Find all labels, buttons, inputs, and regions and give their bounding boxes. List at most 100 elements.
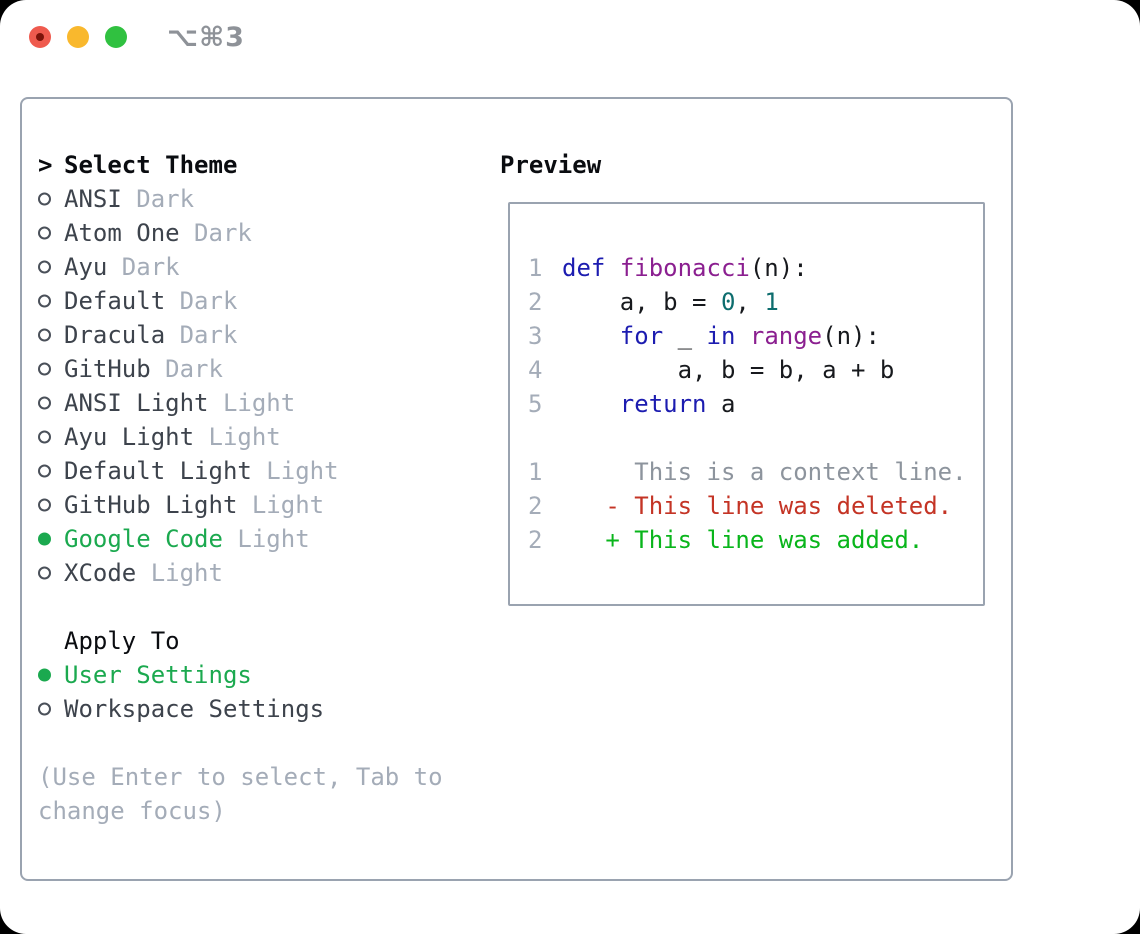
radio-icon [38,260,51,274]
close-button[interactable] [29,26,51,48]
radio-icon [38,294,51,308]
text: Dark [121,185,195,213]
line-content: a, b = 0, 1 [562,285,779,319]
marker-space [38,182,64,216]
spacer [38,590,339,624]
theme-option-google-code[interactable]: Google Code Light [38,522,339,556]
radio-icon [38,430,51,444]
code-segment: fibonacci [619,254,750,282]
radio-icon [38,192,51,206]
code-segment: + This line was added. [562,526,924,554]
apply-option-workspace-settings[interactable]: Workspace Settings [38,692,339,726]
theme-option-github-light-label: GitHub Light Light [64,488,324,522]
code-line: 4 a, b = b, a + b [528,353,983,387]
code-line: 3 for _ in range(n): [528,319,983,353]
line-number: 4 [528,356,543,384]
line-content: a, b = b, a + b [562,353,895,387]
line-number: 1 [528,458,543,486]
theme-option-github-light[interactable]: GitHub Light Light [38,488,339,522]
line-content: for _ in range(n): [562,319,880,353]
text: GitHub [64,355,151,383]
theme-option-ansi-label: ANSI Dark [64,182,194,216]
text: XCode [64,559,137,587]
text: Light [222,525,310,553]
apply-option-user-settings[interactable]: User Settings [38,658,339,692]
close-dot-icon [36,33,44,41]
line-number: 2 [528,526,543,554]
code-segment: a, b = [562,288,721,316]
code-segment: (n): [749,254,808,282]
marker-space [38,318,64,352]
text: Dark [107,253,180,281]
text: User Settings [64,661,252,689]
line-number: 3 [528,322,543,350]
theme-option-ayu[interactable]: Ayu Dark [38,250,339,284]
code-line: 2 a, b = 0, 1 [528,285,983,319]
text: Light [237,491,325,519]
diff-context-line: 1 This is a context line. [528,455,983,489]
text: Light [136,559,223,587]
radio-selected-icon [38,668,51,682]
minimize-button[interactable] [67,26,89,48]
line-content: This is a context line. [562,455,966,489]
line-content: def fibonacci(n): [562,251,808,285]
cursor-icon: > [38,151,53,179]
theme-option-google-code-label: Google Code Light [64,522,310,556]
radio-icon [38,362,51,376]
preview-heading: Preview [500,151,602,179]
theme-option-default-label: Default Dark [64,284,237,318]
theme-option-xcode[interactable]: XCode Light [38,556,339,590]
theme-option-github[interactable]: GitHub Dark [38,352,339,386]
apply-option-workspace-settings-label: Workspace Settings [64,692,324,726]
code-segment: _ [663,322,707,350]
code-segment [562,390,620,418]
text: Dark [150,355,223,383]
code-segment [605,254,619,282]
line-content: - This line was deleted. [562,489,952,523]
text: Ayu [64,253,108,281]
theme-option-github-label: GitHub Dark [64,352,223,386]
theme-option-dracula[interactable]: Dracula Dark [38,318,339,352]
line-content: return a [562,387,736,421]
line-number [528,421,543,455]
text: ANSI [64,185,122,213]
code-segment: range [749,322,823,350]
code-segment: - This line was deleted. [562,492,953,520]
theme-option-dracula-label: Dracula Dark [64,318,237,352]
text: Dark [165,287,238,315]
theme-option-default-light[interactable]: Default Light Light [38,454,339,488]
text: Ayu Light [64,423,195,451]
theme-option-ayu-light-label: Ayu Light Light [64,420,281,454]
apply-to-header: Apply To [38,624,339,658]
marker-space [38,386,64,420]
radio-icon [38,498,51,512]
line-number: 1 [528,254,543,282]
marker-space [38,284,64,318]
theme-option-atom-one[interactable]: Atom One Dark [38,216,339,250]
theme-option-default[interactable]: Default Dark [38,284,339,318]
apply-to-header-label: Apply To [64,624,180,658]
line-content: + This line was added. [562,523,923,557]
apply-option-user-settings-label: User Settings [64,658,252,692]
text: GitHub Light [64,491,238,519]
theme-option-default-light-label: Default Light Light [64,454,339,488]
code-segment: , [735,288,765,316]
text: Light [208,389,296,417]
text: Select Theme [64,151,238,179]
theme-option-ayu-light[interactable]: Ayu Light Light [38,420,339,454]
diff-deleted-line: 2 - This line was deleted. [528,489,983,523]
marker-space [38,624,64,658]
theme-option-ansi-light[interactable]: ANSI Light Light [38,386,339,420]
text: Default [64,287,166,315]
marker-space [38,556,64,590]
maximize-button[interactable] [105,26,127,48]
text: Dark [179,219,252,247]
help-line: (Use Enter to select, Tab to [38,763,443,791]
theme-option-ansi-light-label: ANSI Light Light [64,386,295,420]
theme-option-ansi[interactable]: ANSI Dark [38,182,339,216]
code-segment: a, b = b, a + b [562,356,895,384]
radio-icon [38,226,51,240]
